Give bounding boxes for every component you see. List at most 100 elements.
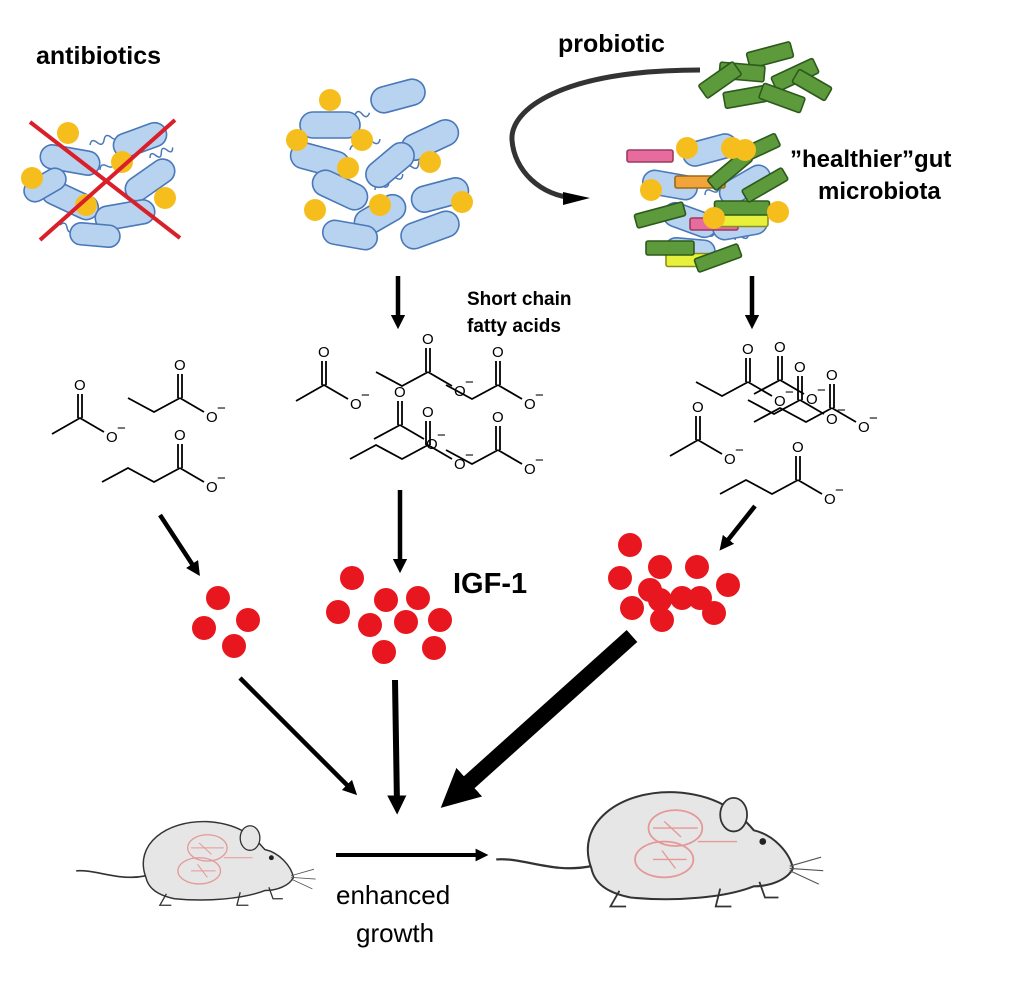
oxygen-label: O <box>774 339 786 356</box>
yellow-particle <box>767 201 789 223</box>
igf-dot <box>608 566 632 590</box>
pink-bacterium <box>626 149 674 163</box>
igf-dot <box>406 586 430 610</box>
igf-dot <box>670 586 694 610</box>
label-short-chain: Short chain <box>467 289 572 310</box>
anion-label: O <box>350 396 362 413</box>
yellow-particle <box>75 194 97 216</box>
igf-dot <box>620 596 644 620</box>
anion-label: O <box>524 461 536 478</box>
yellow-particle <box>451 191 473 213</box>
anion-label: O <box>426 436 438 453</box>
mouse-whiskers <box>789 856 824 885</box>
igf-dot <box>685 555 709 579</box>
bond <box>179 397 205 413</box>
arrow-to-igf-left <box>158 513 200 577</box>
mouse-legs <box>608 881 779 908</box>
yellow-particle <box>351 129 373 151</box>
green-bacterium <box>741 167 789 203</box>
charge-label: − <box>437 427 446 444</box>
mouse-body <box>142 820 295 901</box>
anion-label: O <box>806 391 818 408</box>
mouse-large <box>496 791 824 908</box>
igf-dots-right <box>608 533 740 632</box>
charge-label: − <box>837 402 846 419</box>
lung-vessels <box>190 842 253 878</box>
igf-dot <box>340 566 364 590</box>
lung-upper <box>187 834 228 862</box>
label-growth: growth <box>356 918 435 948</box>
oxygen-label: O <box>174 357 186 374</box>
bacterium <box>400 210 460 250</box>
bond <box>375 371 429 388</box>
bacterium <box>365 141 415 189</box>
probiotic-arrow-head <box>563 192 590 205</box>
anion-label: O <box>824 491 836 508</box>
oxygen-label: O <box>826 367 838 384</box>
bacterium <box>321 219 379 251</box>
bond <box>747 399 801 416</box>
charge-label: − <box>117 420 126 437</box>
yellow-particle <box>369 194 391 216</box>
oxygen-label: O <box>692 399 704 416</box>
mouse-whiskers <box>290 868 316 890</box>
oxygen-label: O <box>794 359 806 376</box>
anion-label: O <box>454 456 466 473</box>
lung-lower <box>177 857 222 885</box>
green-bacterium <box>698 61 742 99</box>
flagellum <box>89 134 119 146</box>
bond <box>797 479 823 495</box>
bond <box>295 383 349 402</box>
arrow-to-growth-left <box>238 676 358 796</box>
charge-label: − <box>817 382 826 399</box>
yellow-particle <box>640 179 662 201</box>
bacteria-cluster-healthy <box>626 132 789 273</box>
mouse-eye <box>268 855 274 861</box>
label-fatty-acids: fatty acids <box>467 316 561 337</box>
charge-label: − <box>465 374 474 391</box>
igf-dot <box>688 586 712 610</box>
igf-dot <box>222 634 246 658</box>
yellow-particle <box>154 187 176 209</box>
oxygen-label: O <box>492 344 504 361</box>
bond <box>445 384 499 401</box>
mouse-legs <box>158 887 283 906</box>
green-bacterium <box>791 68 833 102</box>
scfa-middle: OO−OO−OO−OO−OO−OO− <box>295 331 544 478</box>
yellow-particle <box>21 167 43 189</box>
anion-label: O <box>724 451 736 468</box>
igf-dot <box>648 555 672 579</box>
mouse-ear <box>719 796 748 833</box>
anion-label: O <box>206 409 218 426</box>
oxygen-label: O <box>318 344 330 361</box>
anion-label: O <box>106 429 118 446</box>
igf-dot <box>650 608 674 632</box>
bond <box>51 416 105 435</box>
bond <box>179 467 205 483</box>
charge-label: − <box>735 442 744 459</box>
probiotic-bacteria <box>698 41 833 114</box>
yellow-particle <box>111 151 133 173</box>
antibiotics-cross <box>28 118 182 242</box>
yellow-particle <box>703 207 725 229</box>
charge-label: − <box>361 387 370 404</box>
lung-vessels <box>653 820 738 869</box>
mouse-tail <box>496 858 592 870</box>
mouse-body <box>586 791 795 901</box>
charge-label: − <box>835 482 844 499</box>
yellow-particle <box>734 139 756 161</box>
lung-upper <box>647 809 704 847</box>
scfa-right: OO−OO−OO−OO−OO−OO− <box>669 339 878 508</box>
igf-dot <box>206 586 230 610</box>
bacteria-cluster-antibiotics <box>21 121 176 249</box>
label-healthier-gut: ”healthier”gut <box>790 146 952 173</box>
oxygen-label: O <box>742 341 754 358</box>
oxygen-label: O <box>422 404 434 421</box>
bond <box>349 443 429 461</box>
mouse-tail <box>76 869 147 879</box>
oxygen-label: O <box>492 409 504 426</box>
probiotic-curved-arrow <box>509 67 701 201</box>
yellow-particle <box>304 199 326 221</box>
label-microbiota: microbiota <box>818 178 941 205</box>
